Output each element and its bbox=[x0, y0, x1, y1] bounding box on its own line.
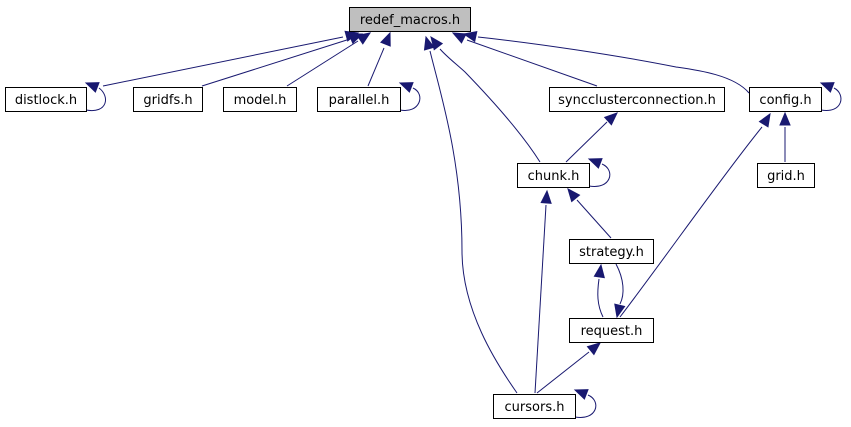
edge-parallel-to-redef_macros bbox=[367, 31, 391, 87]
node-box bbox=[757, 163, 815, 188]
edge-request-to-config bbox=[619, 112, 771, 318]
edge-model-to-redef_macros bbox=[286, 32, 372, 87]
edges-layer bbox=[84, 30, 842, 418]
edge-chunk-to-chunk bbox=[587, 158, 611, 187]
node-label: chunk.h bbox=[528, 169, 580, 184]
node-request[interactable]: request.h bbox=[569, 318, 654, 343]
node-chunk[interactable]: chunk.h bbox=[517, 163, 590, 188]
edge-config-to-config bbox=[819, 82, 842, 111]
edge-line bbox=[597, 278, 604, 318]
edge-line bbox=[201, 38, 351, 87]
node-label: parallel.h bbox=[329, 93, 390, 108]
arrowhead bbox=[779, 111, 791, 126]
edge-cursors-to-request bbox=[536, 342, 601, 394]
edge-config-to-redef_macros bbox=[462, 30, 750, 94]
edge-distlock-to-redef_macros bbox=[102, 30, 360, 87]
node-distlock[interactable]: distlock.h bbox=[5, 87, 87, 112]
edge-cursors-to-chunk bbox=[534, 189, 552, 394]
node-grid[interactable]: grid.h bbox=[757, 163, 815, 188]
node-label: cursors.h bbox=[505, 400, 565, 415]
edge-line bbox=[536, 351, 590, 394]
node-label: model.h bbox=[234, 93, 287, 108]
edge-request-to-strategy bbox=[593, 263, 605, 318]
edge-line bbox=[85, 87, 107, 112]
node-box bbox=[5, 87, 87, 112]
node-strategy[interactable]: strategy.h bbox=[569, 239, 654, 264]
edge-line bbox=[820, 87, 842, 111]
edge-chunk-to-redef_macros bbox=[430, 35, 541, 163]
arrowhead bbox=[567, 188, 581, 203]
edge-chunk-to-syncclusterconnection bbox=[565, 112, 618, 163]
arrowhead bbox=[614, 303, 626, 319]
edge-line bbox=[102, 36, 344, 87]
node-label: strategy.h bbox=[579, 245, 644, 260]
arrowhead bbox=[84, 82, 100, 93]
node-config[interactable]: config.h bbox=[749, 87, 822, 112]
node-box bbox=[349, 7, 471, 32]
edge-gridfs-to-redef_macros bbox=[201, 33, 364, 87]
edge-strategy-to-chunk bbox=[567, 188, 612, 239]
arrowhead bbox=[593, 263, 605, 279]
edge-line bbox=[399, 87, 421, 111]
node-label: gridfs.h bbox=[143, 93, 192, 108]
edge-distlock-to-distlock bbox=[84, 82, 107, 112]
node-label: grid.h bbox=[767, 169, 805, 184]
arrowhead bbox=[540, 189, 552, 204]
arrowhead bbox=[758, 112, 771, 128]
node-box bbox=[223, 87, 297, 112]
node-model[interactable]: model.h bbox=[223, 87, 297, 112]
edge-line bbox=[466, 39, 598, 87]
edge-line bbox=[588, 163, 611, 187]
arrowhead bbox=[423, 35, 435, 51]
nodes-layer: redef_macros.h distlock.h gridfs.h model.h p… bbox=[5, 7, 822, 419]
edge-cursors-to-redef_macros bbox=[423, 35, 518, 394]
node-box bbox=[569, 318, 654, 343]
edge-parallel-to-parallel bbox=[398, 82, 421, 111]
edge-line bbox=[576, 199, 612, 239]
arrowhead bbox=[451, 32, 467, 44]
edge-line bbox=[534, 204, 547, 394]
node-box bbox=[549, 87, 725, 112]
arrowhead bbox=[462, 30, 478, 43]
node-parallel[interactable]: parallel.h bbox=[317, 87, 401, 112]
node-box bbox=[317, 87, 401, 112]
edge-line bbox=[574, 394, 597, 418]
node-label: config.h bbox=[759, 93, 811, 108]
arrowhead bbox=[356, 32, 372, 45]
arrowhead bbox=[603, 112, 618, 126]
node-box bbox=[517, 163, 590, 188]
node-label: request.h bbox=[581, 324, 643, 339]
arrowhead bbox=[380, 31, 391, 47]
node-box bbox=[749, 87, 822, 112]
node-syncclusterconnection[interactable]: syncclusterconnection.h bbox=[549, 87, 725, 112]
node-label: distlock.h bbox=[15, 93, 77, 108]
node-label: redef_macros.h bbox=[360, 13, 460, 28]
edge-grid-to-config bbox=[779, 111, 791, 162]
node-gridfs[interactable]: gridfs.h bbox=[133, 87, 203, 112]
node-label: syncclusterconnection.h bbox=[558, 93, 716, 108]
arrowhead bbox=[819, 82, 835, 93]
arrowhead bbox=[586, 342, 601, 356]
edge-strategy-to-request bbox=[614, 263, 626, 319]
edge-line bbox=[615, 263, 624, 305]
edge-line bbox=[619, 126, 763, 318]
node-box bbox=[133, 87, 203, 112]
arrowhead bbox=[587, 158, 603, 169]
edge-line bbox=[565, 121, 608, 163]
node-redef-macros[interactable]: redef_macros.h bbox=[349, 7, 471, 32]
node-box bbox=[493, 394, 576, 419]
arrowhead bbox=[398, 82, 414, 93]
edge-cursors-to-cursors bbox=[573, 389, 597, 418]
edge-line bbox=[477, 36, 750, 94]
edge-line bbox=[429, 50, 518, 394]
node-box bbox=[569, 239, 654, 264]
edge-line bbox=[439, 48, 541, 163]
edge-syncclusterconnection-to-redef_macros bbox=[451, 32, 598, 87]
node-cursors[interactable]: cursors.h bbox=[493, 394, 576, 419]
edge-line bbox=[367, 47, 385, 87]
edge-line bbox=[286, 40, 359, 87]
arrowhead bbox=[573, 389, 589, 400]
